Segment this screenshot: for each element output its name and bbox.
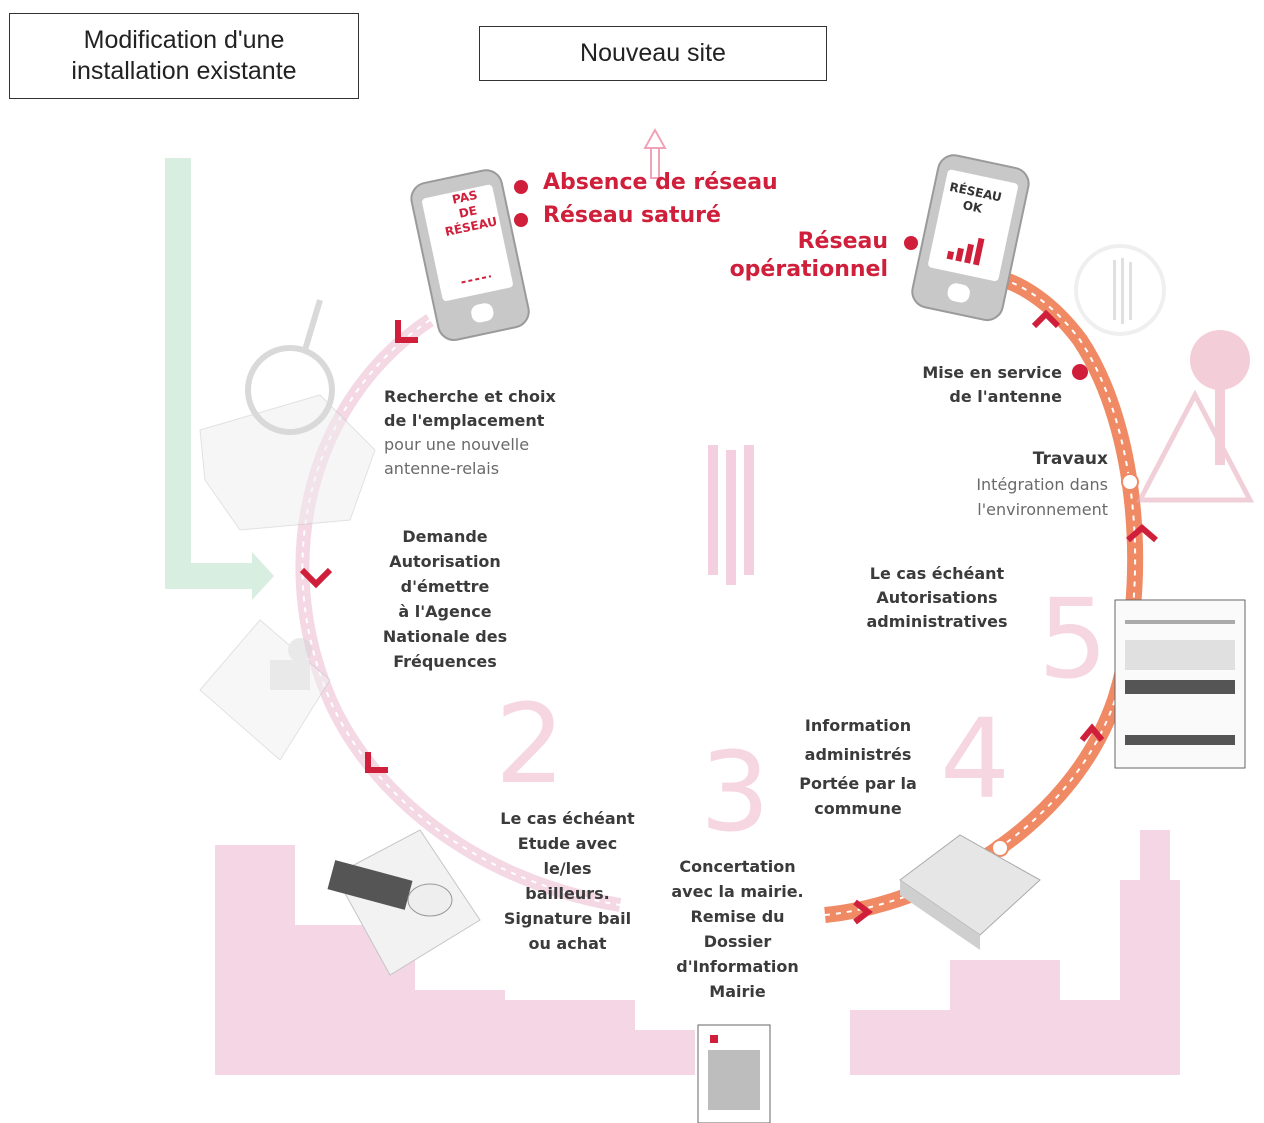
step-concertation-line: avec la mairie. (671, 882, 804, 901)
step-bailleurs-line: Etude avec (517, 834, 618, 853)
chevron-marks-icon (299, 309, 1158, 925)
status-operational: Réseau opérationnel (700, 228, 888, 284)
step-concertation: Concertation avec la mairie. Remise du D… (660, 854, 815, 1004)
status-saturated: Réseau saturé (543, 203, 721, 228)
step-concertation-line: Remise du (690, 907, 785, 926)
step-autorisations-line: Autorisations (876, 588, 998, 607)
step-search-title-2: de l'emplacement (384, 411, 545, 430)
admin-form-icon (1114, 599, 1246, 769)
step-information: Information administrés Portée par la co… (788, 711, 928, 823)
step-anfr-line: d'émettre (400, 577, 490, 596)
step-travaux: Travaux Intégration dans l'environnement (940, 447, 1108, 522)
step-concertation-line: Dossier (703, 932, 772, 951)
status-dot (904, 236, 918, 250)
step-concertation-line: Mairie (709, 982, 766, 1001)
step-anfr-line: Demande (402, 527, 488, 546)
works-sign-icon (1135, 330, 1255, 503)
new-site-label: Nouveau site (580, 39, 726, 67)
modification-existing-label: Modification d'une installation existant… (71, 26, 297, 85)
step-search-title-1: Recherche et choix (384, 387, 556, 406)
step-search: Recherche et choix de l'emplacement pour… (384, 385, 604, 481)
modification-existing-box: Modification d'une installation existant… (9, 13, 359, 99)
status-operational-line1: Réseau (797, 229, 888, 254)
step-search-sub-2: antenne-relais (384, 459, 500, 478)
step-information-line: administrés (804, 745, 912, 764)
step-information-line: commune (814, 799, 902, 818)
step-number-2: 2 (495, 680, 565, 808)
status-dot (514, 213, 528, 227)
step-concertation-line: d'Information (676, 957, 799, 976)
phone-no-network-icon (410, 169, 530, 341)
step-autorisations: Le cas échéant Autorisations administrat… (858, 562, 1016, 634)
step-bailleurs: Le cas échéant Etude avec le/les bailleu… (490, 806, 645, 956)
dossier-book-icon (899, 834, 1041, 950)
step-travaux-sub-2: l'environnement (977, 500, 1108, 519)
step-bailleurs-line: le/les (543, 859, 592, 878)
step-travaux-sub-1: Intégration dans (976, 475, 1108, 494)
step-search-sub-1: pour une nouvelle (384, 435, 530, 454)
step-autorisations-line: Le cas échéant (869, 564, 1005, 583)
step-anfr-line: Fréquences (393, 652, 497, 671)
status-dot (514, 180, 528, 194)
antenna-circle-icon (1074, 244, 1166, 336)
info-document-icon (697, 1024, 771, 1123)
step-mise-en-service-line: Mise en service (922, 363, 1062, 382)
phone-network-ok-icon (911, 154, 1030, 322)
status-no-network: Absence de réseau (543, 170, 778, 195)
step-anfr-request: Demande Autorisation d'émettre à l'Agenc… (370, 524, 520, 674)
step-mise-en-service-line: de l'antenne (949, 387, 1062, 406)
city-skyline-icon (215, 830, 1180, 1075)
new-site-box: Nouveau site (479, 26, 827, 81)
step-number-5: 5 (1038, 575, 1108, 703)
up-arrow-icon (643, 127, 667, 179)
step-travaux-title: Travaux (1032, 449, 1108, 469)
step-bailleurs-line: bailleurs. (525, 884, 610, 903)
magnifier-map-icon (199, 299, 376, 531)
step-anfr-line: Autorisation (389, 552, 501, 571)
step-information-line: Portée par la (799, 774, 917, 793)
step-bailleurs-line: ou achat (528, 934, 607, 953)
stamp-document-icon (199, 619, 331, 761)
antenna-glyph-icon (708, 445, 754, 585)
status-operational-line2: opérationnel (729, 257, 888, 282)
step-anfr-line: à l'Agence (398, 602, 492, 621)
step-bailleurs-line: Signature bail (503, 909, 632, 928)
step-concertation-line: Concertation (679, 857, 796, 876)
green-arrow-icon (165, 158, 274, 600)
step-autorisations-line: administratives (866, 612, 1008, 631)
step-anfr-line: Nationale des (382, 627, 508, 646)
step-bailleurs-line: Le cas échéant (500, 809, 635, 828)
signing-hand-icon (327, 829, 481, 976)
step-number-3: 3 (700, 728, 770, 856)
step-number-4: 4 (940, 695, 1010, 823)
step-information-line: Information (804, 716, 912, 735)
step-mise-en-service: Mise en service de l'antenne (898, 361, 1062, 409)
